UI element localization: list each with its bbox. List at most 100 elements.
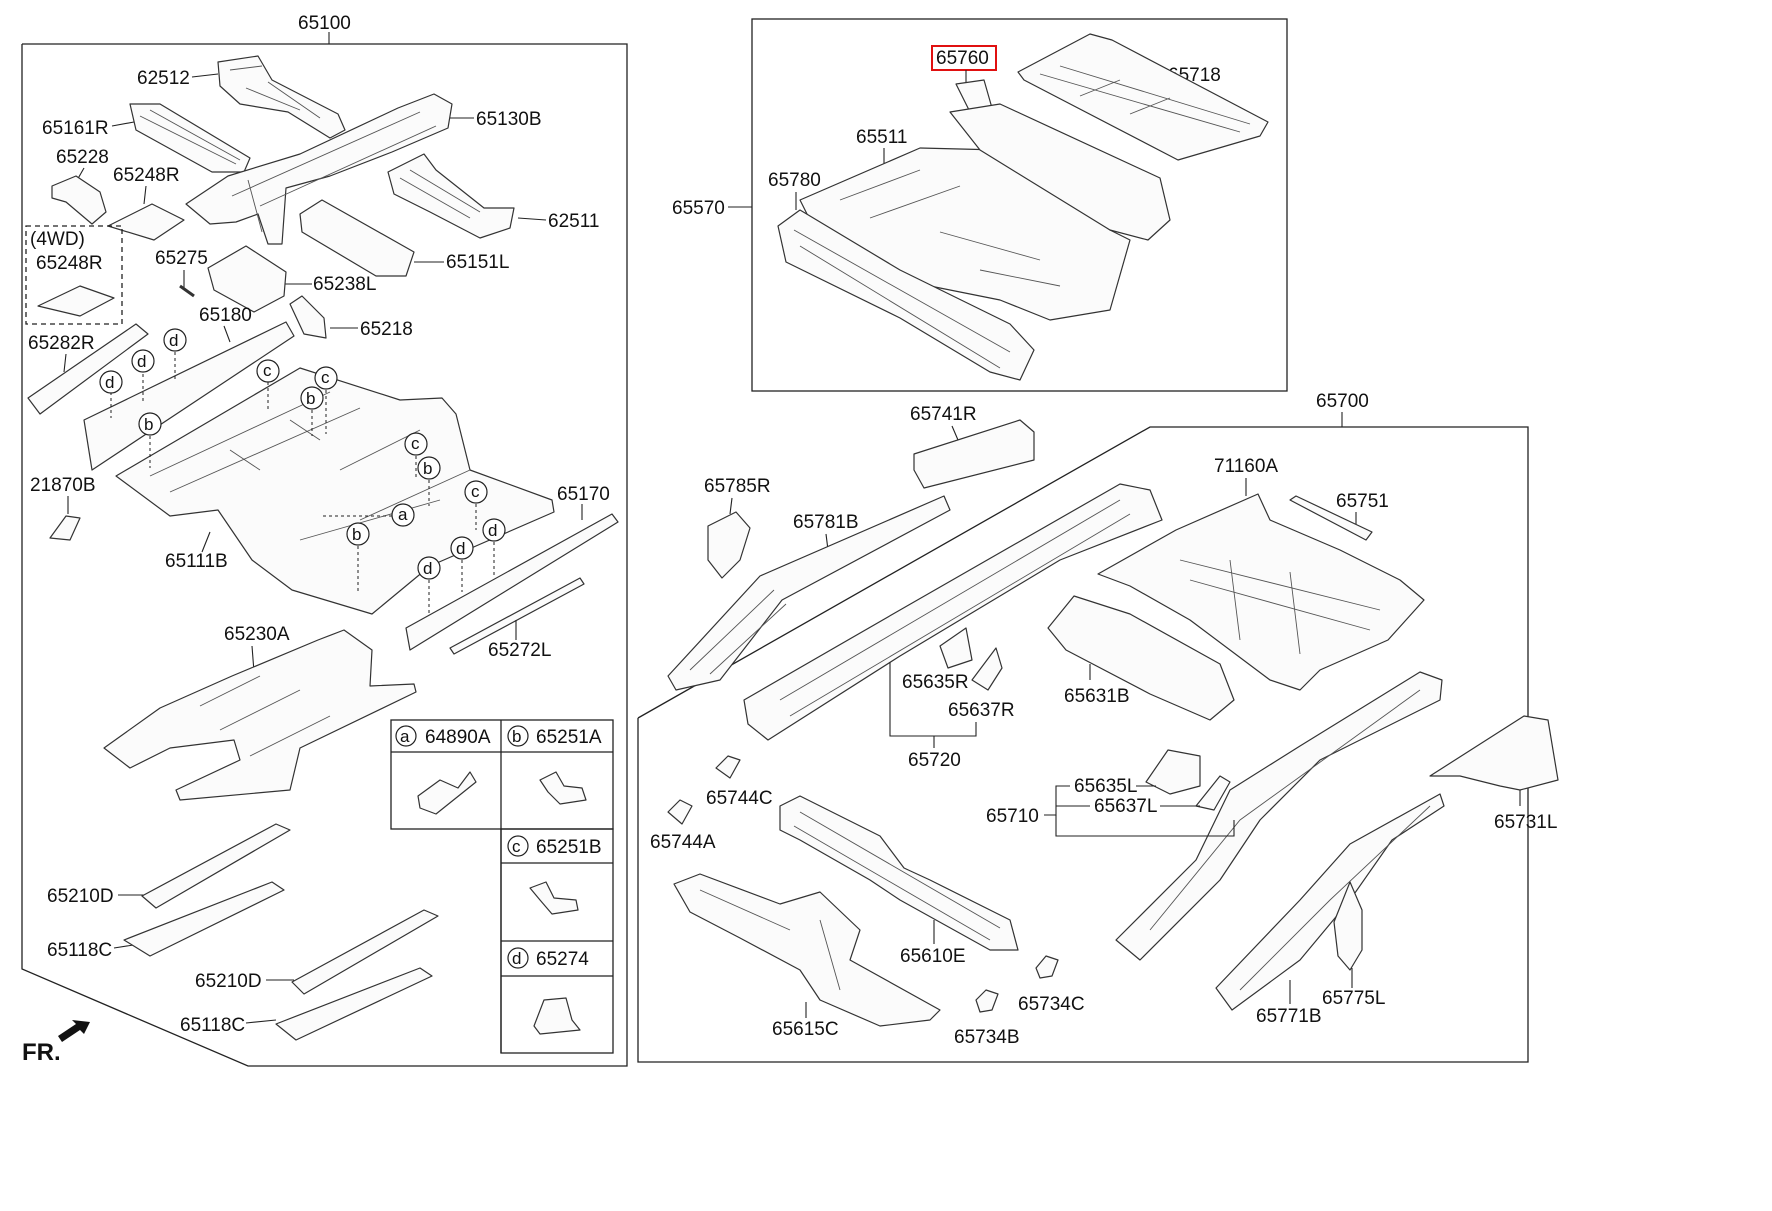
label-65151l[interactable]: 65151L	[446, 252, 509, 273]
label-65637r[interactable]: 65637R	[948, 700, 1015, 721]
callout-d: d	[105, 373, 114, 392]
part-65210d-2[interactable]	[291, 909, 439, 995]
label-62511[interactable]: 62511	[548, 211, 599, 232]
part-65780[interactable]	[777, 209, 1035, 381]
label-65635r[interactable]: 65635R	[902, 672, 969, 693]
part-65751[interactable]	[1289, 495, 1373, 541]
part-21870b[interactable]	[49, 515, 81, 541]
label-71160a[interactable]: 71160A	[1214, 456, 1278, 477]
part-65615c[interactable]	[673, 873, 941, 1027]
label-65118c-2[interactable]: 65118C	[180, 1015, 245, 1036]
label-65130b[interactable]: 65130B	[476, 109, 542, 130]
part-65734c[interactable]	[1035, 955, 1059, 979]
label-62512[interactable]: 62512	[137, 68, 190, 89]
callout-c: c	[321, 368, 330, 387]
label-65230a[interactable]: 65230A	[224, 624, 290, 645]
label-65228[interactable]: 65228	[56, 147, 109, 168]
label-65760[interactable]: 65760	[936, 48, 989, 69]
label-65710[interactable]: 65710	[986, 806, 1039, 827]
part-65718[interactable]	[1017, 33, 1269, 161]
label-21870b[interactable]: 21870B	[30, 475, 96, 496]
label-65744a[interactable]: 65744A	[650, 832, 716, 853]
label-65272l[interactable]: 65272L	[488, 640, 551, 661]
label-65570[interactable]: 65570	[672, 198, 725, 219]
label-65248r[interactable]: 65248R	[113, 165, 180, 186]
label-65720[interactable]: 65720	[908, 750, 961, 771]
label-65744c[interactable]: 65744C	[706, 788, 773, 809]
label-65511[interactable]: 65511	[856, 127, 907, 148]
label-65734c[interactable]: 65734C	[1018, 994, 1085, 1015]
part-65635r[interactable]	[939, 627, 973, 669]
part-65248r[interactable]	[107, 203, 185, 241]
label-65118c-1[interactable]: 65118C	[47, 940, 112, 961]
part-65631b[interactable]	[1047, 595, 1235, 721]
part-65710-member[interactable]	[1115, 671, 1443, 961]
part-65637r[interactable]	[971, 647, 1003, 691]
label-65248r-4wd[interactable]: 65248R	[36, 253, 103, 274]
label-65741r[interactable]: 65741R	[910, 404, 977, 425]
part-65248r-4wd[interactable]	[37, 285, 115, 317]
part-65170[interactable]	[405, 513, 619, 651]
legend-c-part[interactable]: 65251B	[536, 837, 602, 858]
part-65741r[interactable]	[913, 419, 1035, 489]
label-65637l[interactable]: 65637L	[1094, 796, 1157, 817]
part-71160a[interactable]	[1097, 493, 1425, 691]
part-65272l[interactable]	[449, 577, 585, 655]
label-65170[interactable]: 65170	[557, 484, 610, 505]
label-65218[interactable]: 65218	[360, 319, 413, 340]
label-65111b[interactable]: 65111B	[165, 551, 228, 572]
part-65720-member[interactable]	[743, 483, 1163, 741]
part-65130b[interactable]	[185, 93, 453, 245]
legend-d-part[interactable]: 65274	[536, 949, 589, 970]
label-65100[interactable]: 65100	[298, 13, 351, 34]
part-65635l[interactable]	[1145, 749, 1201, 795]
part-65210d-1[interactable]	[141, 823, 291, 909]
part-65731l[interactable]	[1429, 715, 1559, 791]
legend-a-part[interactable]: 64890A	[425, 727, 491, 748]
part-65744a[interactable]	[667, 799, 693, 825]
part-62512[interactable]	[217, 55, 346, 139]
part-65118c-1[interactable]	[123, 881, 285, 957]
label-65734b[interactable]: 65734B	[954, 1027, 1020, 1048]
label-65631b[interactable]: 65631B	[1064, 686, 1130, 707]
part-65744c[interactable]	[715, 755, 741, 779]
label-65635l[interactable]: 65635L	[1074, 776, 1137, 797]
part-65118c-2[interactable]	[275, 967, 433, 1041]
label-65180[interactable]: 65180	[199, 305, 252, 326]
label-65781b[interactable]: 65781B	[793, 512, 859, 533]
label-65275[interactable]: 65275	[155, 248, 208, 269]
label-65615c[interactable]: 65615C	[772, 1019, 839, 1040]
part-65218[interactable]	[289, 295, 327, 339]
label-65731l[interactable]: 65731L	[1494, 812, 1557, 833]
part-65230a[interactable]	[103, 629, 417, 801]
part-65511-rear[interactable]	[949, 103, 1171, 241]
label-4wd[interactable]: (4WD)	[30, 229, 85, 250]
label-65210d-1[interactable]: 65210D	[47, 886, 114, 907]
part-65734b[interactable]	[975, 989, 999, 1013]
part-65151l[interactable]	[299, 199, 415, 277]
part-62511[interactable]	[387, 153, 515, 239]
label-65282r[interactable]: 65282R	[28, 333, 95, 354]
label-65610e[interactable]: 65610E	[900, 946, 966, 967]
label-65780[interactable]: 65780	[768, 170, 821, 191]
part-65781b[interactable]	[667, 495, 951, 691]
label-65210d-2[interactable]: 65210D	[195, 971, 262, 992]
label-65161r[interactable]: 65161R	[42, 118, 109, 139]
label-65771b[interactable]: 65771B	[1256, 1006, 1322, 1027]
part-65238l[interactable]	[207, 245, 287, 313]
part-65228[interactable]	[51, 175, 107, 225]
legend-b-part[interactable]: 65251A	[536, 727, 602, 748]
part-65771b[interactable]	[1215, 793, 1445, 1011]
group-65700: 65700 65741R 65785R 65781B 65635R 65637R…	[637, 391, 1559, 1063]
part-65637l[interactable]	[1195, 775, 1231, 811]
part-65775l[interactable]	[1333, 881, 1363, 971]
part-65180[interactable]	[83, 321, 295, 471]
label-65775l[interactable]: 65775L	[1322, 988, 1385, 1009]
part-65111b[interactable]	[115, 367, 555, 615]
label-65700[interactable]: 65700	[1316, 391, 1369, 412]
label-65785r[interactable]: 65785R	[704, 476, 771, 497]
label-65751[interactable]: 65751	[1336, 491, 1389, 512]
part-65785r[interactable]	[707, 511, 751, 579]
part-65282r[interactable]	[27, 323, 149, 415]
label-65238l[interactable]: 65238L	[313, 274, 376, 295]
